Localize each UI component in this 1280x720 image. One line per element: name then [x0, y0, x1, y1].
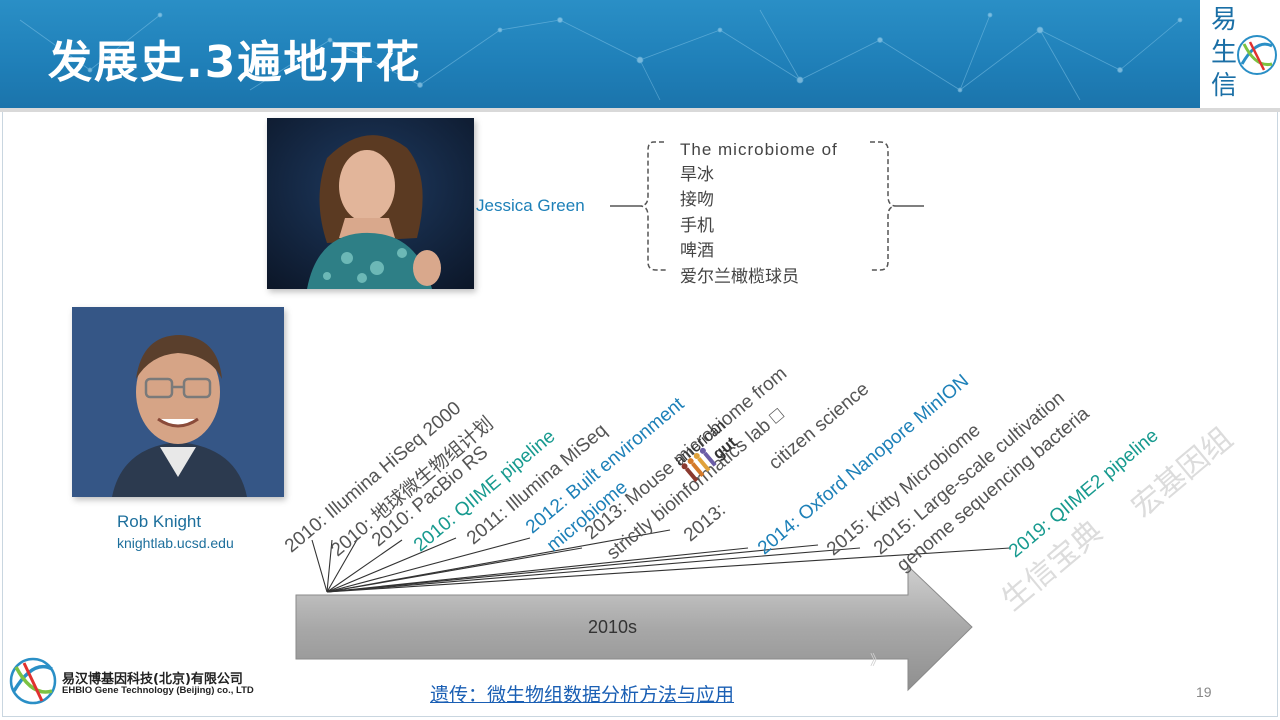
timeline-arrow — [295, 564, 973, 692]
microbiome-item: 爱尔兰橄榄球员 — [680, 266, 799, 287]
jessica-green-photo — [267, 118, 474, 289]
microbiome-item: 旱冰 — [680, 164, 714, 185]
content-frame — [2, 112, 1278, 717]
page-number: 19 — [1196, 684, 1212, 700]
company-logo-icon — [9, 657, 57, 705]
network-background-graphic — [19, 9, 1183, 101]
company-name-en: EHBIO Gene Technology (Beijing) co., LTD — [62, 685, 254, 696]
rob-knight-name: Rob Knight — [117, 512, 202, 531]
brand-block: 易生信 — [1200, 0, 1280, 108]
microbiome-item: 手机 — [680, 215, 714, 236]
ehbio-logo-icon — [1237, 35, 1277, 75]
brand-name: 易生信 — [1210, 5, 1237, 101]
header-divider — [0, 108, 1280, 112]
jessica-green-name: Jessica Green — [476, 196, 585, 215]
microbiome-item: 接吻 — [680, 190, 714, 210]
rob-knight-website: knightlab.ucsd.edu — [117, 535, 234, 551]
rob-knight-photo — [72, 307, 284, 497]
microbiome-list: The microbiome of 旱冰 接吻 手机 啤酒 爱尔兰橄榄球员 — [680, 137, 870, 290]
watermark-mark: 》 — [870, 653, 884, 669]
company-name-cn: 易汉博基因科技(北京)有限公司 — [62, 672, 243, 687]
timeline-decade-label: 2010s — [588, 617, 638, 637]
microbiome-item: 啤酒 — [680, 241, 714, 261]
page-title: 发展史.3遍地开花 — [48, 37, 422, 88]
course-link[interactable]: 遗传：微生物组数据分析方法与应用 — [430, 684, 735, 706]
slide-header: 发展史.3遍地开花 — [0, 0, 1280, 108]
microbiome-list-heading: The microbiome of — [680, 140, 838, 159]
